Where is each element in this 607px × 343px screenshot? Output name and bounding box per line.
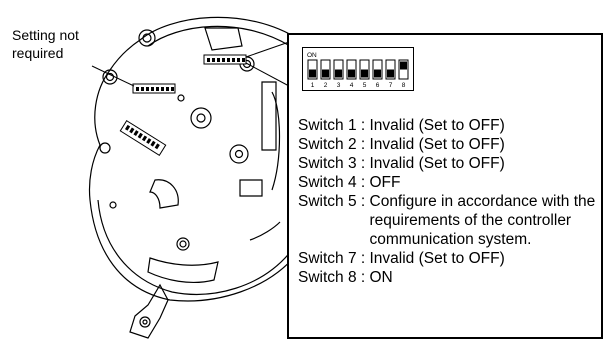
box-leader-bottom <box>245 62 290 87</box>
dip-knob-4 <box>348 69 355 78</box>
dip-on-label: ON <box>307 52 317 59</box>
dip-knob-2 <box>322 69 329 78</box>
dip-knob-3 <box>335 69 342 78</box>
switch-name: Switch 8 : <box>298 269 370 286</box>
callout-line-2: required <box>12 45 64 61</box>
switch-description: Invalid (Set to OFF) <box>369 136 505 153</box>
switch-description: ON <box>369 269 393 286</box>
dip-knob-5 <box>361 69 368 78</box>
dip-number-3: 3 <box>337 82 341 89</box>
switch-row: Switch 2 : Invalid (Set to OFF) <box>298 135 604 154</box>
switch-row: Switch 3 : Invalid (Set to OFF) <box>298 154 604 173</box>
switch-descriptions: Switch 1 : Invalid (Set to OFF)Switch 2 … <box>298 116 604 287</box>
dip-switch-illustration: ON 1 2 3 4 5 6 7 8 <box>302 47 414 91</box>
switch-name: Switch 1 : <box>298 117 370 134</box>
dip-knob-7 <box>387 69 394 78</box>
switch-row: Switch 8 : ON <box>298 268 604 287</box>
board-outline <box>88 16 301 302</box>
dip-knob-1 <box>309 69 316 78</box>
dip-number-2: 2 <box>324 82 328 89</box>
callout-leader <box>91 65 135 87</box>
switch-description: Invalid (Set to OFF) <box>369 250 505 267</box>
switch-description: OFF <box>369 174 401 191</box>
switch-row: Switch 1 : Invalid (Set to OFF) <box>298 116 604 135</box>
switch-description: Invalid (Set to OFF) <box>369 155 505 172</box>
dip-number-4: 4 <box>350 82 354 89</box>
dip-number-1: 1 <box>311 82 315 89</box>
switch-description: Invalid (Set to OFF) <box>369 117 505 134</box>
switch-row: Switch 5 : Configure in accordance with … <box>298 192 604 249</box>
dip-knob-8 <box>400 61 407 70</box>
dip-number-5: 5 <box>363 82 367 89</box>
dip-number-7: 7 <box>389 82 393 89</box>
dip-number-8: 8 <box>402 82 406 89</box>
dip-knob-6 <box>374 69 381 78</box>
callout-line-1: Setting not <box>12 27 79 43</box>
dip-number-6: 6 <box>376 82 380 89</box>
switch-name: Switch 5 : <box>298 193 370 210</box>
switch-settings-box: ON 1 2 3 4 5 6 7 8 Switch 1 : Invalid (Set to O… <box>287 33 603 339</box>
switch-row: Switch 7 : Invalid (Set to OFF) <box>298 249 604 268</box>
switch-row: Switch 4 : OFF <box>298 173 604 192</box>
switch-name: Switch 2 : <box>298 136 370 153</box>
switch-description: Configure in accordance with the require… <box>369 193 596 248</box>
switch-name: Switch 4 : <box>298 174 370 191</box>
switch-name: Switch 7 : <box>298 250 370 267</box>
setting-not-required-label: Setting not required <box>12 26 79 62</box>
box-leader-top <box>245 41 290 58</box>
switch-name: Switch 3 : <box>298 155 370 172</box>
